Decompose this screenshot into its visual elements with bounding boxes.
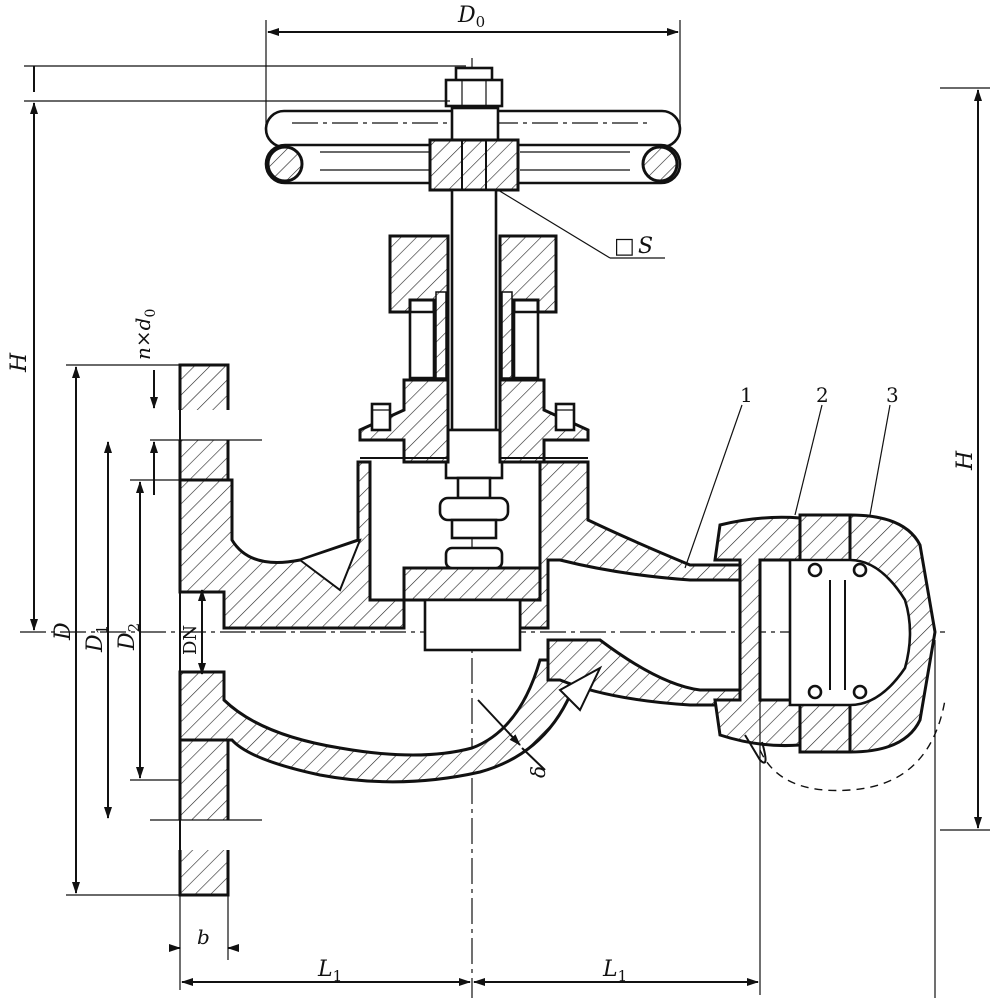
label-n-x-d0: n×d0	[131, 309, 159, 360]
part-number-2: 2	[816, 383, 829, 407]
label-d2: D2	[115, 623, 143, 651]
label-d0: D0	[457, 3, 485, 31]
dimensions	[24, 20, 990, 998]
label-delta: δ	[526, 766, 550, 778]
label-l1-right: L1	[602, 957, 627, 985]
label-l1-left: L1	[317, 957, 342, 985]
label-h-right: H	[953, 450, 978, 471]
bonnet	[358, 234, 590, 464]
label-dn: DN	[180, 625, 201, 655]
label-d1: D1	[83, 625, 111, 653]
valve-stem	[438, 188, 510, 540]
label-h-left: H	[7, 352, 32, 373]
valve-body	[178, 460, 762, 784]
label-s: S	[638, 234, 653, 259]
stem-nut	[428, 66, 520, 192]
label-s-box: □	[614, 234, 635, 259]
part-number-1: 1	[740, 383, 753, 407]
outlet-coupling	[713, 513, 946, 792]
label-b: b	[197, 925, 210, 949]
inlet-flange	[150, 363, 262, 897]
part-number-3: 3	[886, 383, 899, 407]
dimension-labels: D0 H H n×d0 D D1 D2 DN □ S δ b L1 L1	[7, 3, 978, 985]
part-number-labels: 1 2 3	[740, 383, 899, 407]
label-d: D	[51, 622, 76, 641]
